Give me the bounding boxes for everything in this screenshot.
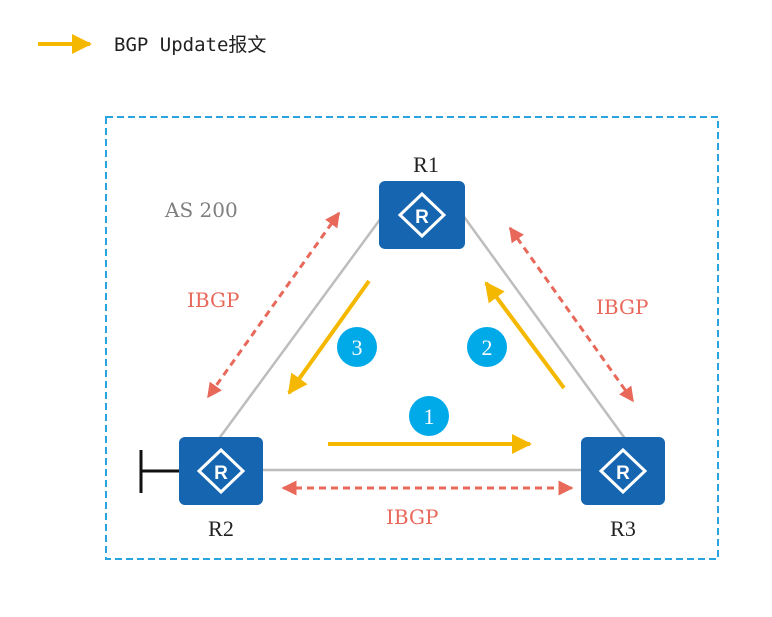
step-badge-2: 2	[467, 327, 507, 367]
router-icon: R	[397, 191, 447, 239]
step-number: 2	[482, 335, 493, 360]
svg-text:R: R	[415, 207, 429, 228]
ibgp-sessions	[206, 211, 635, 496]
step-number: 1	[424, 404, 435, 429]
ibgp-label-r2-r3: IBGP	[386, 505, 438, 529]
svg-text:R: R	[214, 463, 228, 484]
ibgp-arrow-r1-r2	[206, 211, 341, 399]
update-arrow-step-3	[287, 279, 371, 395]
ibgp-label-r1-r2: IBGP	[187, 288, 239, 312]
router-icon: R	[196, 447, 246, 495]
legend: BGP Update报文	[38, 34, 266, 56]
update-arrows	[287, 279, 566, 454]
step-badge-1: 1	[409, 396, 449, 436]
router-label-r1: R1	[413, 152, 439, 177]
step-number: 3	[352, 335, 363, 360]
legend-label: BGP Update报文	[114, 34, 266, 56]
r2-external-stub	[139, 450, 179, 493]
step-badge-3: 3	[337, 327, 377, 367]
ibgp-label-r1-r3: IBGP	[596, 295, 648, 319]
router-r3: R	[581, 437, 665, 505]
as-boundary	[105, 116, 719, 560]
svg-text:R: R	[616, 463, 630, 484]
router-label-r3: R3	[610, 516, 636, 541]
router-r2: R	[179, 437, 263, 505]
link-r1-r2	[216, 213, 386, 441]
router-label-r2: R2	[208, 516, 234, 541]
router-icon: R	[598, 447, 648, 495]
link-r1-r3	[460, 213, 628, 441]
as-label: AS 200	[164, 198, 238, 222]
router-r1: R	[379, 181, 465, 249]
update-arrow-step-2	[484, 281, 566, 390]
